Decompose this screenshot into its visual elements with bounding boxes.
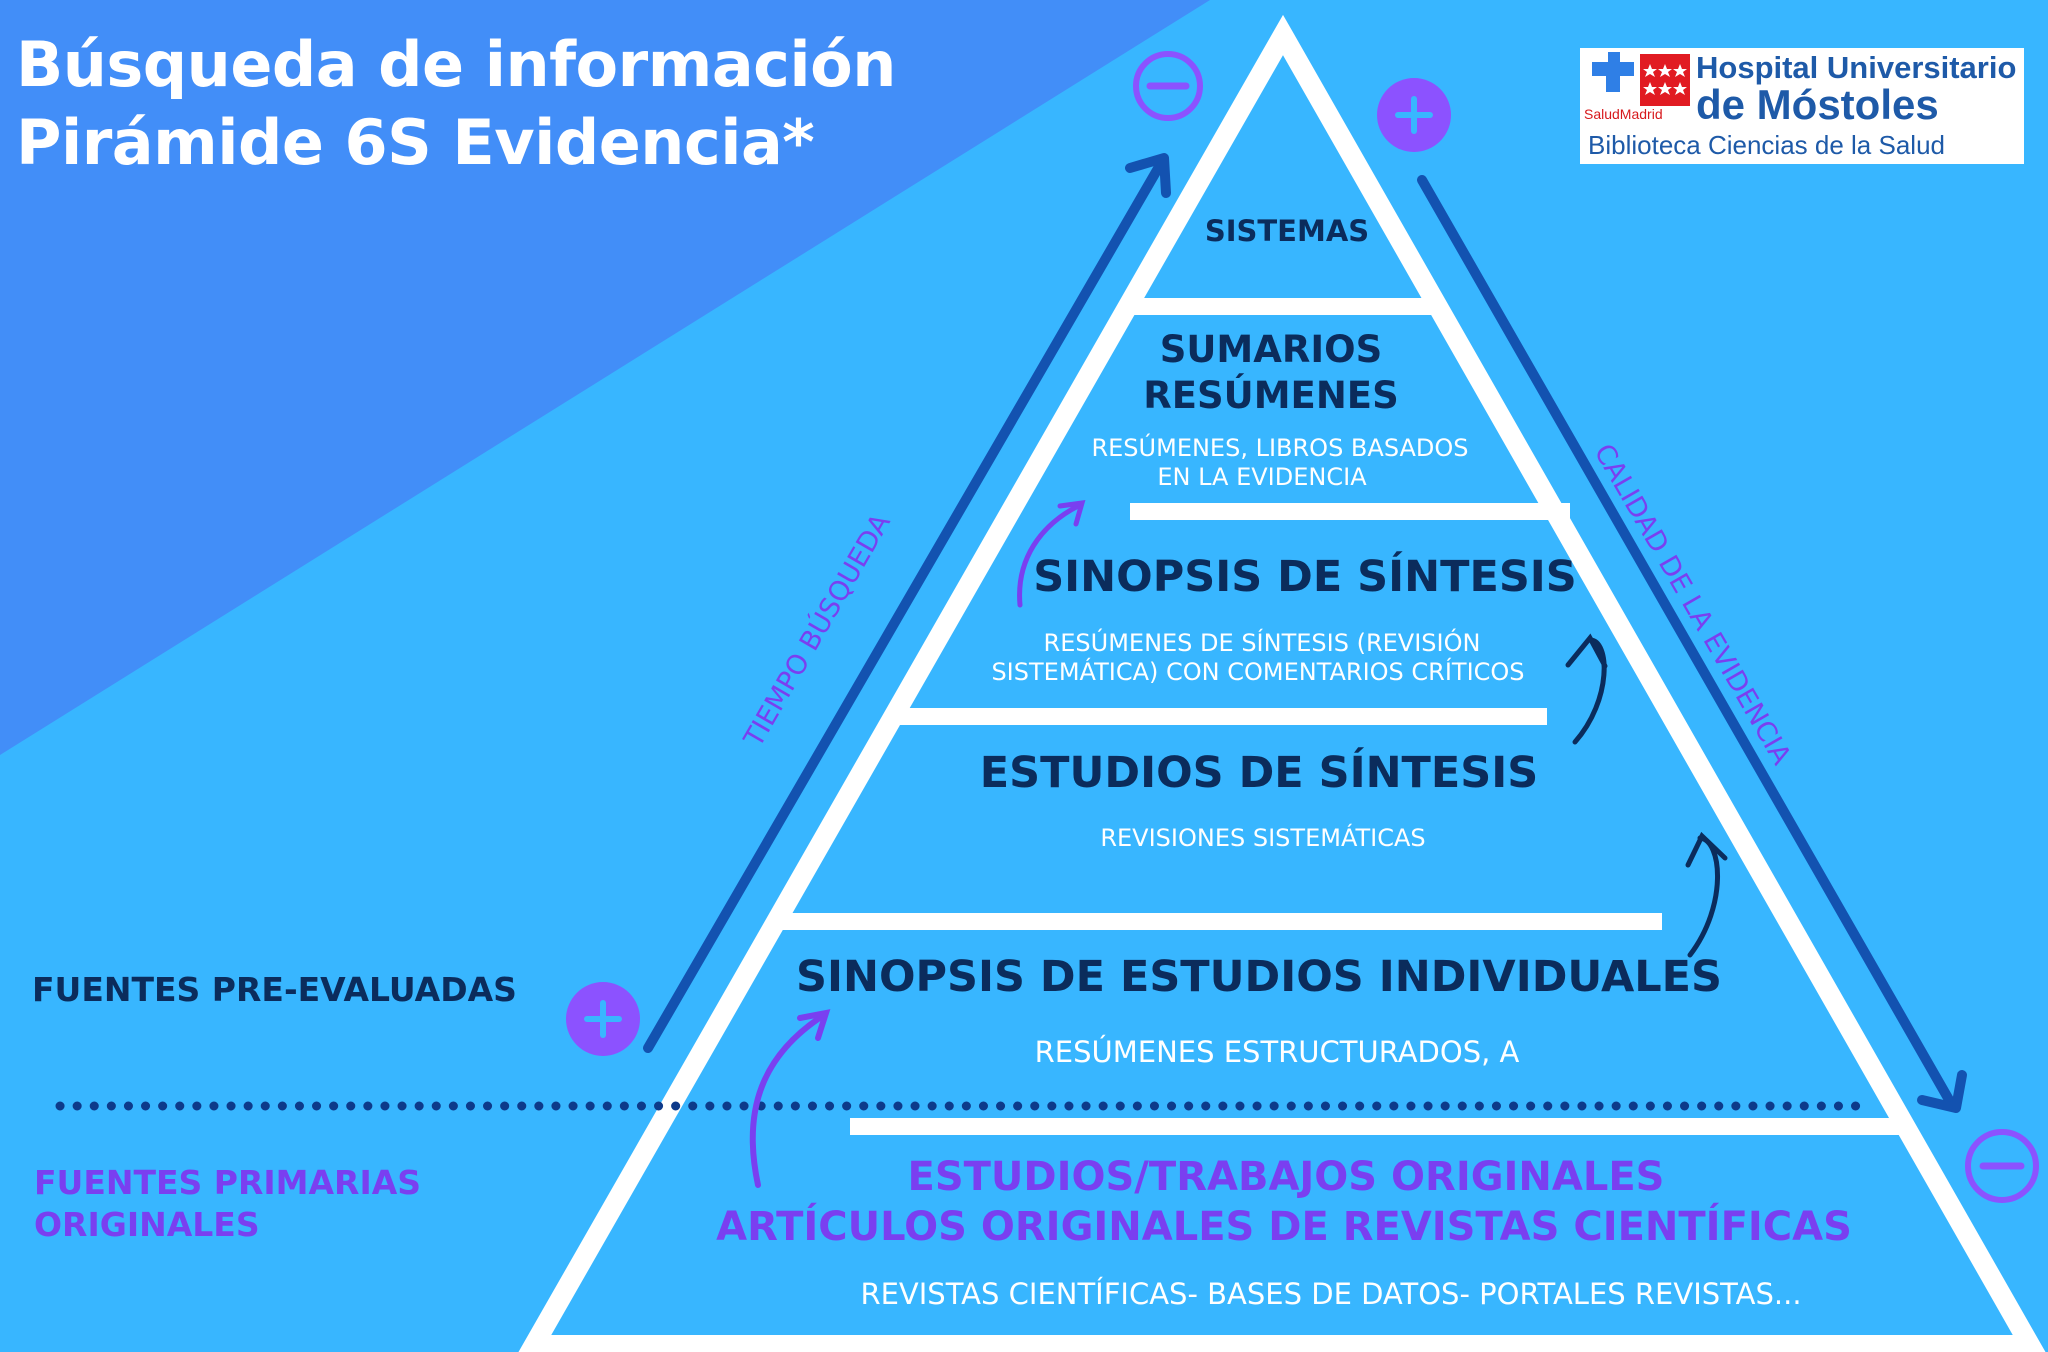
level-6-description-line-1: REVISTAS CIENTÍFICAS- BASES DE DATOS- PO… bbox=[860, 1277, 1802, 1311]
search-time-arrow bbox=[643, 153, 1171, 1053]
logo-library-name: Biblioteca Ciencias de la Salud bbox=[1588, 130, 1945, 160]
level-2-description-line-1: RESÚMENES, LIBROS BASADOS bbox=[1091, 434, 1469, 462]
hospital-logo: SaludMadrid Hospital Universitario de Mó… bbox=[1580, 48, 2024, 164]
minus-circle-top-icon bbox=[1133, 51, 1203, 121]
level-3-description-line-1: RESÚMENES DE SÍNTESIS (REVISIÓN bbox=[1043, 629, 1481, 657]
level-2-title-line-2: RESÚMENES bbox=[1143, 374, 1399, 417]
primary-sources-label-line-2: ORIGINALES bbox=[34, 1205, 260, 1244]
plus-circle-bottom-icon bbox=[566, 982, 640, 1056]
curved-arrow-left-top bbox=[1017, 500, 1086, 608]
level-6-title-line-2: ARTÍCULOS ORIGINALES DE REVISTAS CIENTÍF… bbox=[716, 1204, 1852, 1250]
salud-madrid-logo-icon bbox=[1592, 52, 1690, 106]
dark-background-triangle bbox=[0, 0, 1210, 755]
level-5-title: SINOPSIS DE ESTUDIOS INDIVIDUALES bbox=[795, 952, 1723, 1002]
level-3-title: SINOPSIS DE SÍNTESIS bbox=[1033, 552, 1577, 602]
level-3-description-line-2: SISTEMÁTICA) CON COMENTARIOS CRÍTICOS bbox=[991, 658, 1525, 686]
salud-madrid-text: SaludMadrid bbox=[1584, 106, 1663, 122]
separator-2 bbox=[1130, 503, 1570, 520]
level-4-title: ESTUDIOS DE SÍNTESIS bbox=[979, 748, 1539, 798]
pre-evaluated-sources-label: FUENTES PRE-EVALUADAS bbox=[32, 970, 517, 1009]
level-4-description-line-1: REVISIONES SISTEMÁTICAS bbox=[1100, 824, 1426, 852]
level-5-description-line-1: RESÚMENES ESTRUCTURADOS, A bbox=[1034, 1035, 1520, 1069]
logo-hospital-city: de Móstoles bbox=[1696, 81, 1939, 128]
level-1-title: SISTEMAS bbox=[1204, 214, 1370, 248]
separator-4 bbox=[782, 913, 1662, 930]
level-6-title-line-1: ESTUDIOS/TRABAJOS ORIGINALES bbox=[907, 1154, 1665, 1200]
level-2-description-line-2: EN LA EVIDENCIA bbox=[1157, 463, 1367, 491]
primary-sources-label-line-1: FUENTES PRIMARIAS bbox=[34, 1163, 422, 1202]
separator-3 bbox=[895, 708, 1547, 725]
curved-arrow-left-bottom bbox=[749, 1009, 831, 1188]
plus-circle-top-icon bbox=[1377, 78, 1451, 152]
separator-5 bbox=[850, 1118, 1900, 1135]
page-title-line-1: Búsqueda de información bbox=[16, 28, 896, 101]
evidence-quality-arrow bbox=[1417, 175, 1967, 1113]
pyramid-outline bbox=[518, 14, 2046, 1352]
page-title-line-2: Pirámide 6S Evidencia* bbox=[16, 106, 815, 179]
logo-hospital-name: Hospital Universitario bbox=[1696, 50, 2017, 85]
curved-arrow-right-mid bbox=[1565, 633, 1608, 745]
separator-1 bbox=[1130, 298, 1435, 315]
level-2-title-line-1: SUMARIOS bbox=[1159, 328, 1383, 371]
minus-circle-bottom-icon bbox=[1965, 1129, 2039, 1203]
curved-arrow-right-low bbox=[1685, 831, 1728, 958]
